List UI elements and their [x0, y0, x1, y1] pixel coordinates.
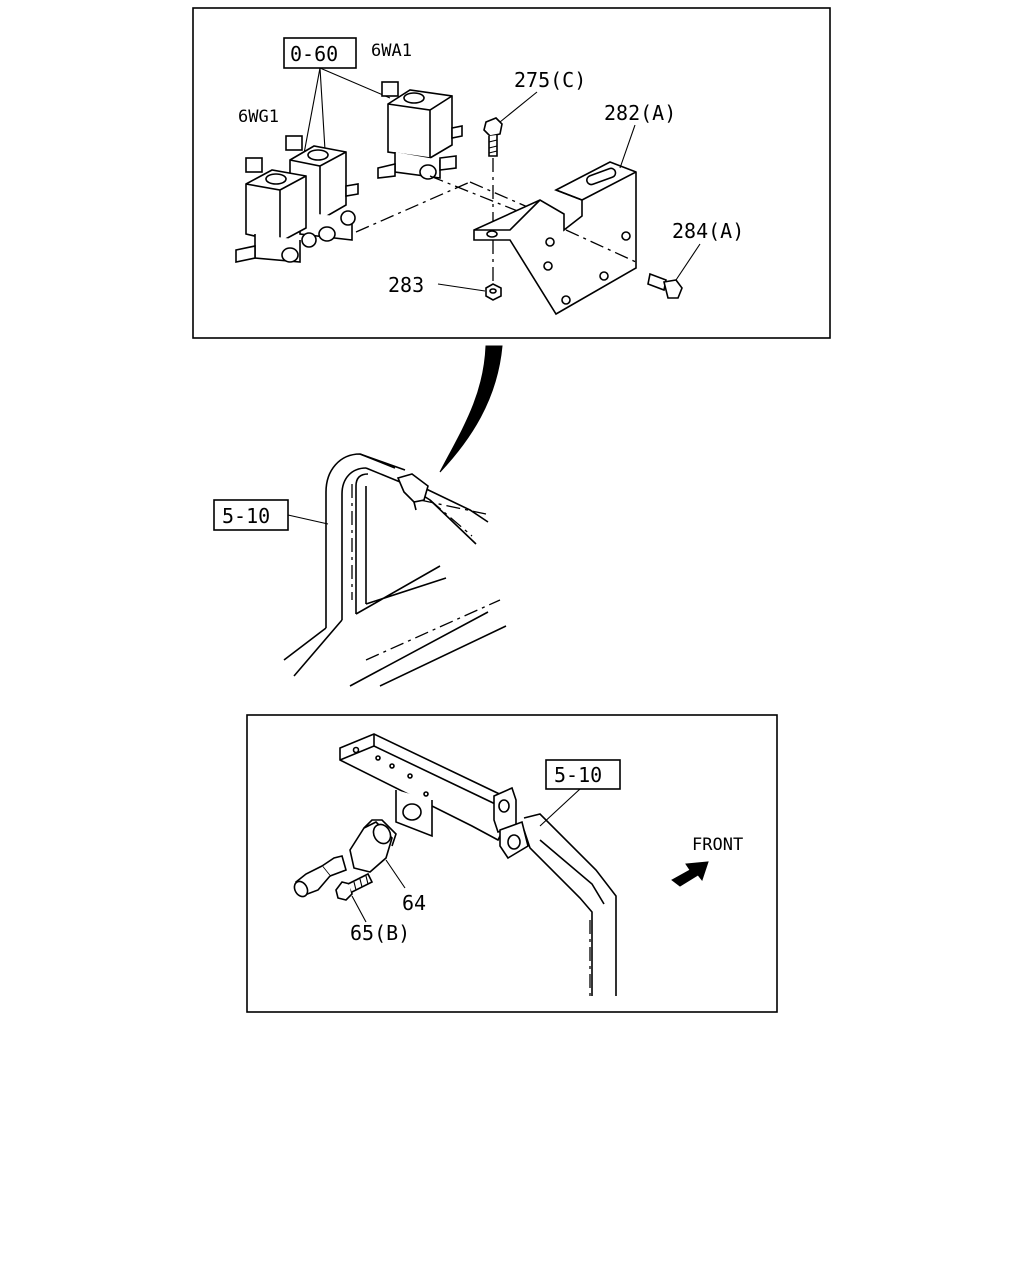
- sensor-part-64: [293, 819, 397, 898]
- ref-box-0-60-label: 0-60: [290, 42, 338, 66]
- top-detail-panel: 0-60 6WA1 6WG1: [192, 7, 831, 339]
- crossmember-bracket: [339, 733, 529, 860]
- leader-5-10-middle: [287, 514, 329, 525]
- bottom-panel-frame: [246, 714, 778, 1013]
- leader-275: [499, 91, 538, 123]
- leader-283: [437, 283, 486, 292]
- label-part-282: 282(A): [604, 101, 676, 125]
- ref-box-5-10-bottom-label: 5-10: [554, 763, 602, 787]
- frame-overview: 5-10: [213, 453, 507, 687]
- nut-283: [485, 240, 502, 301]
- front-direction-label: FRONT: [692, 835, 743, 855]
- bracket-282: [473, 161, 637, 316]
- bolt-65: [335, 872, 374, 901]
- solenoid-valve-6wg1-front: [235, 157, 317, 263]
- bottom-frame-rail: [523, 813, 617, 996]
- label-part-275: 275(C): [514, 68, 586, 92]
- label-part-283: 283: [388, 273, 424, 297]
- bolt-284: [647, 272, 683, 299]
- leader-64: [385, 859, 406, 889]
- front-arrow-icon: [671, 861, 709, 887]
- solenoid-valve-6wa1: [377, 81, 463, 180]
- ref-box-5-10-bottom: [545, 759, 621, 790]
- callout-arrow: [439, 345, 503, 473]
- leader-284: [675, 243, 701, 281]
- bottom-detail-panel: 5-10: [246, 714, 778, 1013]
- frame-clamp: [396, 473, 429, 503]
- label-part-284: 284(A): [672, 219, 744, 243]
- engine-label-6wg1: 6WG1: [238, 107, 279, 127]
- engine-label-6wa1: 6WA1: [371, 41, 412, 61]
- top-panel-frame: [192, 7, 831, 339]
- leader-282: [619, 124, 636, 169]
- ref-box-5-10-middle-label: 5-10: [222, 504, 270, 528]
- label-part-64: 64: [402, 891, 426, 915]
- leader-65: [351, 895, 367, 923]
- label-part-65: 65(B): [350, 921, 410, 945]
- assembly-centerlines: [355, 175, 531, 233]
- bolt-275: [483, 117, 503, 228]
